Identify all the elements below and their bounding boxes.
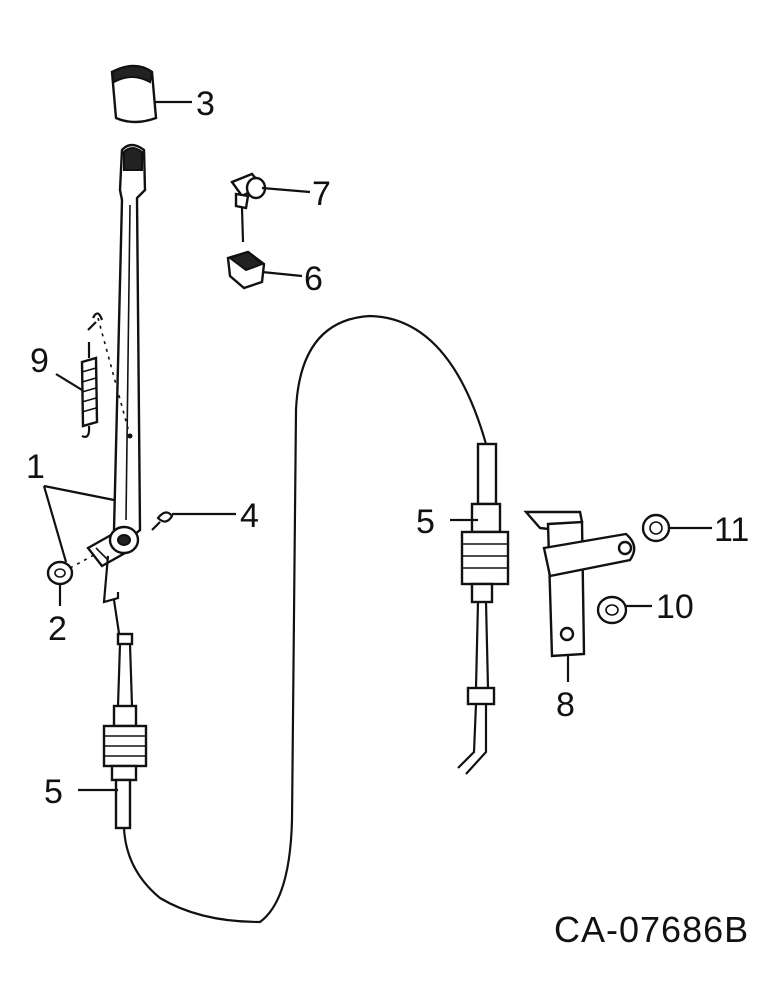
callout-10: 10 <box>656 588 694 626</box>
control-cable <box>122 314 488 924</box>
leader-lines <box>42 100 712 792</box>
callout-5-right: 5 <box>416 503 435 541</box>
callout-1: 1 <box>26 448 45 486</box>
washer-2 <box>46 554 95 586</box>
callout-3: 3 <box>196 85 215 123</box>
lever-knob <box>110 64 158 124</box>
cable-clamp <box>230 172 267 243</box>
return-spring <box>80 312 133 439</box>
cable-end-right <box>457 442 510 775</box>
bushing-10 <box>596 595 628 625</box>
bushing-11 <box>641 513 671 543</box>
callout-5-left: 5 <box>44 773 63 811</box>
control-lever <box>112 143 147 551</box>
callout-6: 8 <box>556 686 575 724</box>
mounting-bracket <box>523 510 636 658</box>
callout-4: 4 <box>240 497 259 535</box>
drawing-code: CA-07686B <box>554 909 749 950</box>
lever-link-rod <box>102 555 122 641</box>
callout-9: 9 <box>30 342 49 380</box>
callout-2: 2 <box>48 610 67 648</box>
clamp-nut <box>226 250 266 290</box>
cotter-pin <box>151 511 174 531</box>
callout-11: 11 <box>714 511 749 549</box>
cable-end-left <box>102 632 148 830</box>
lever-pivot-hub <box>86 525 140 568</box>
callout-7: 6 <box>304 260 323 298</box>
callout-8: 7 <box>312 175 331 213</box>
